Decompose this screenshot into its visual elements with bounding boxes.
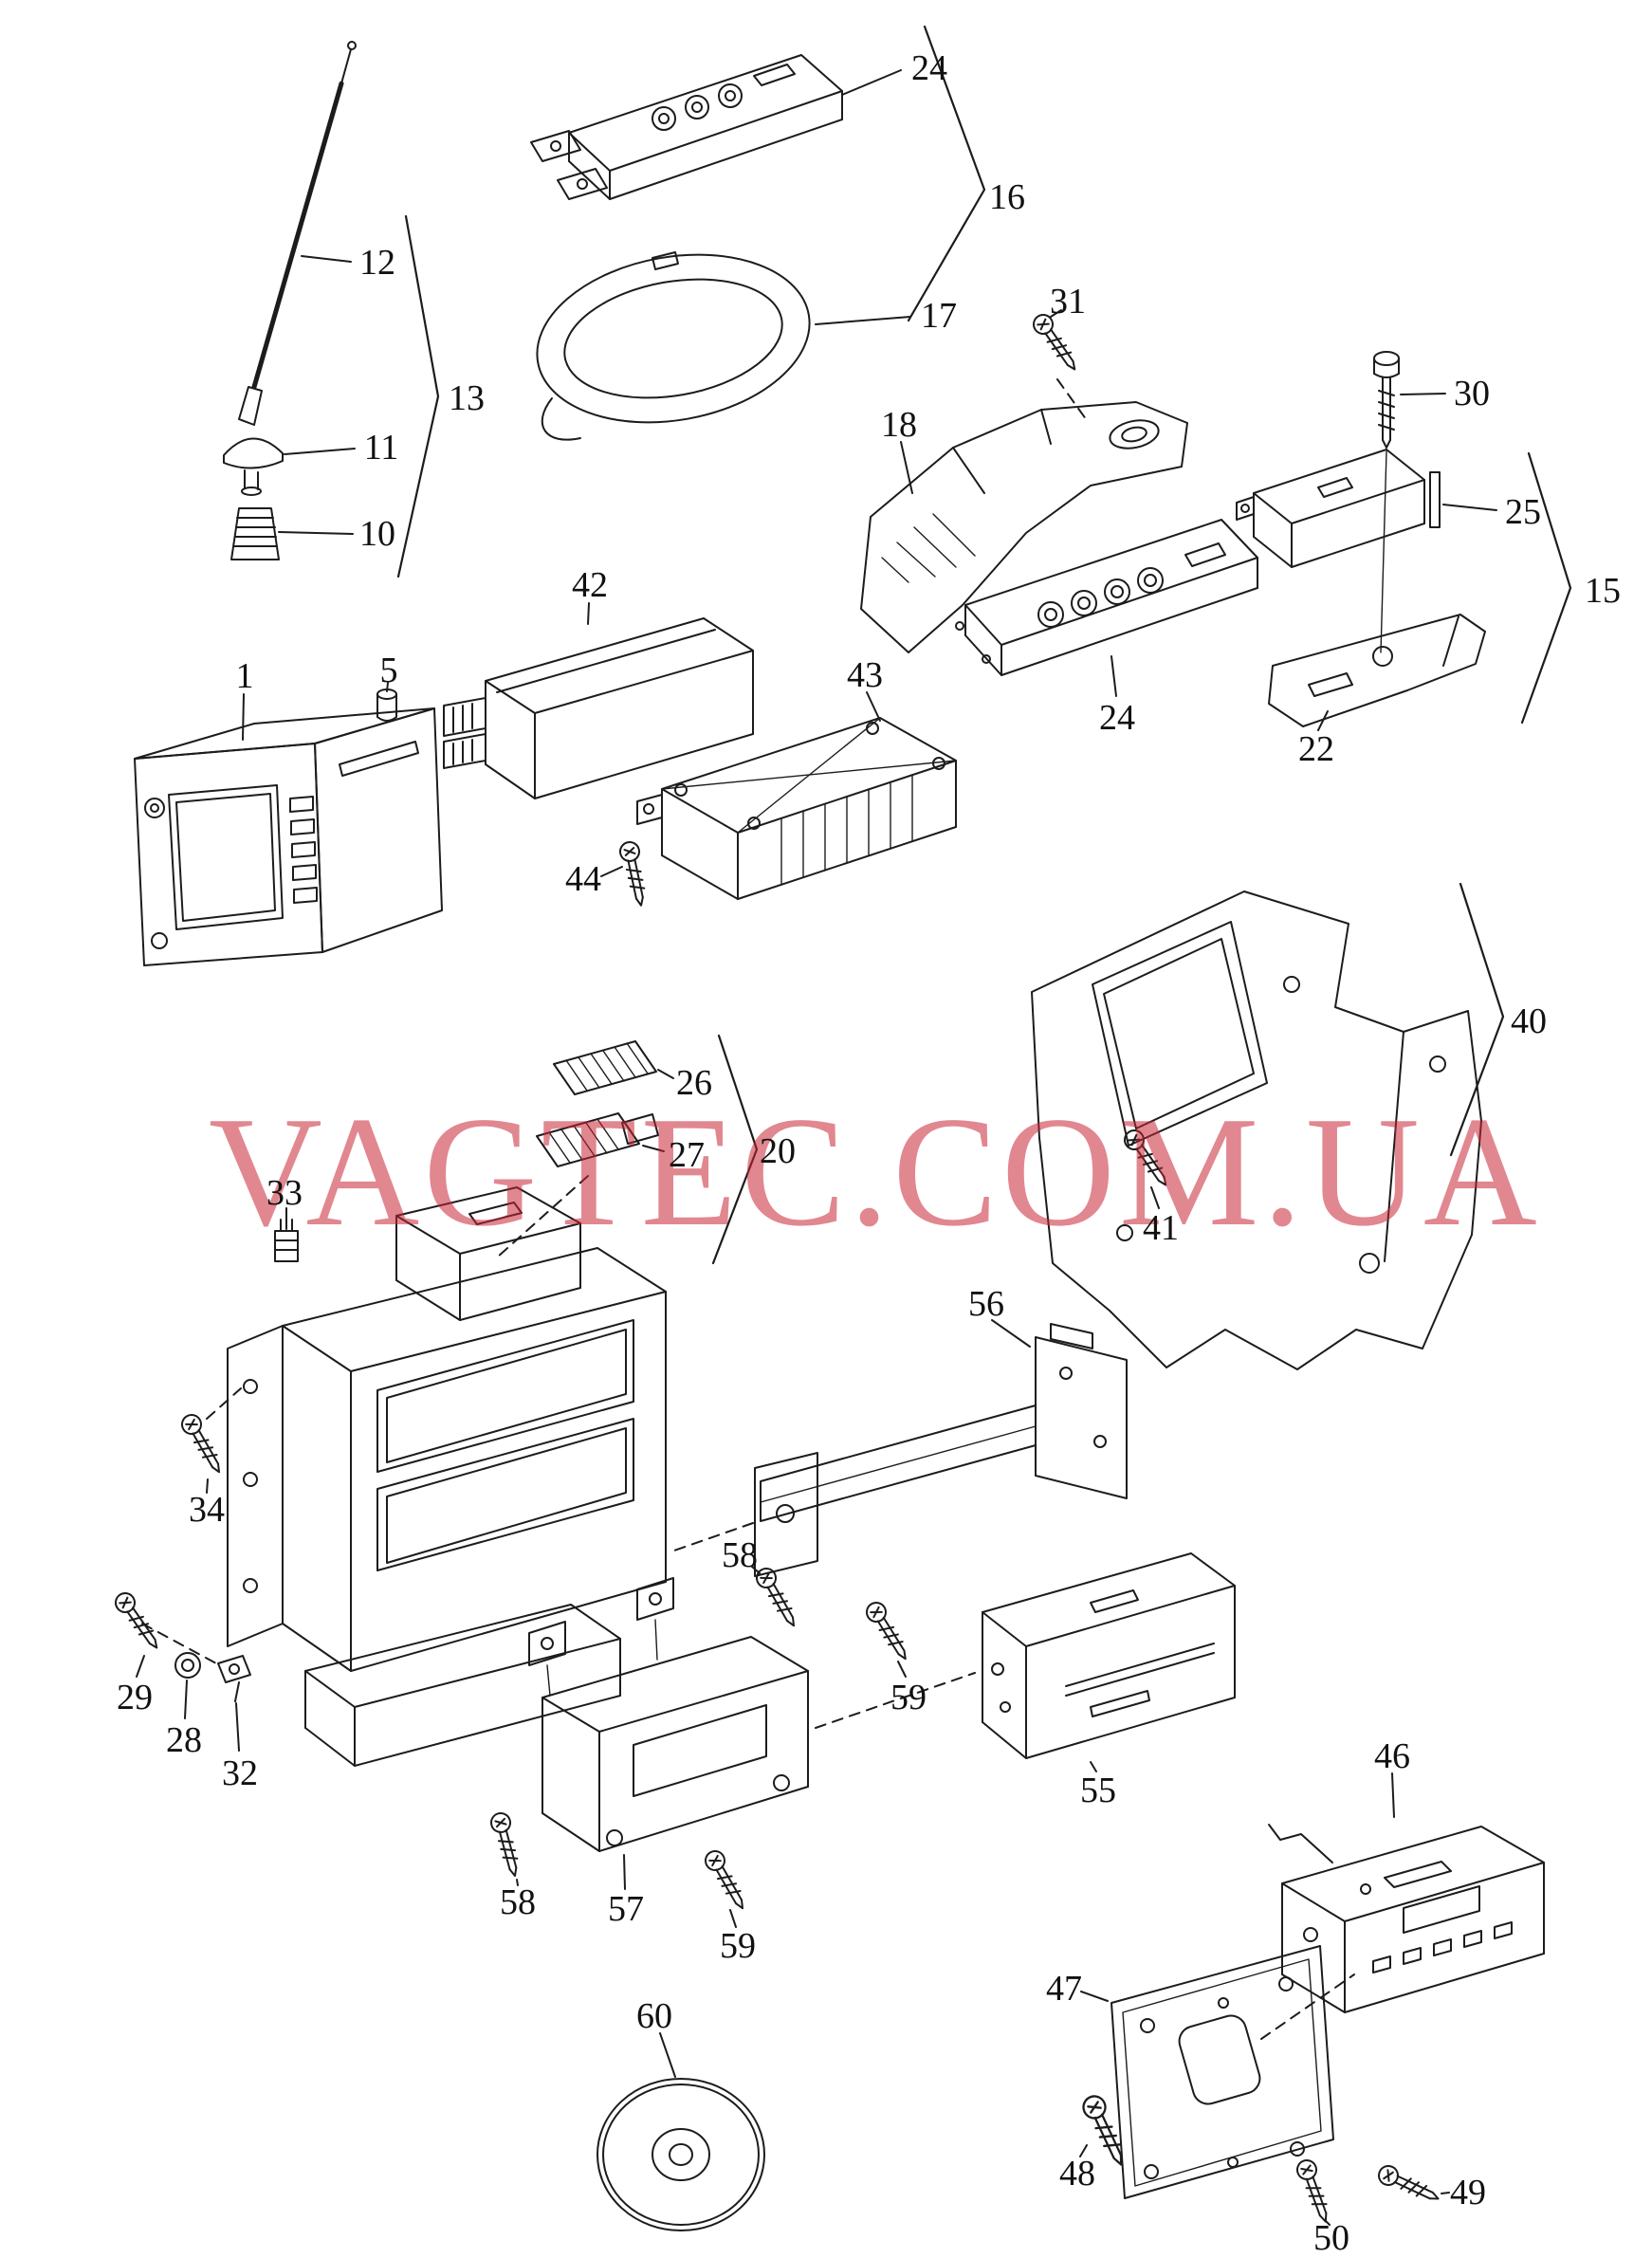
part-screw-50 [1294,2157,1336,2226]
part-callout-44: 44 [565,859,601,899]
part-whip-antenna [238,41,357,426]
part-interface-unit-46 [1268,1824,1545,2013]
part-callout-59: 59 [890,1678,927,1717]
part-screw-44 [617,839,652,909]
part-navigation-unit [134,707,443,966]
part-mounting-bracket-40 [1031,890,1482,1370]
part-callout-31: 31 [1050,282,1086,321]
part-callout-33: 33 [266,1173,303,1213]
part-adapter-plate-47 [1111,1945,1334,2199]
part-callout-30: 30 [1454,374,1490,413]
part-callout-41: 41 [1143,1208,1179,1248]
part-clip-nut-32 [217,1655,251,1702]
part-bracket-56 [754,1323,1128,1577]
assembly-axis-30 [1380,450,1387,653]
part-ribbon-cable-26 [553,1040,657,1095]
part-callout-29: 29 [117,1678,153,1717]
part-callout-25: 25 [1505,492,1541,532]
part-callout-24: 24 [911,48,947,88]
part-callout-1: 1 [235,656,254,696]
part-clip-33 [274,1219,299,1262]
part-antenna-base [223,437,284,496]
part-callout-5: 5 [379,651,398,690]
part-radio-unit-55 [982,1552,1236,1759]
part-screw-59b [701,1846,752,1915]
part-callout-11: 11 [363,428,399,468]
part-callout-12: 12 [359,243,395,283]
part-callout-58: 58 [500,1882,536,1922]
brace-13 [396,214,440,578]
part-callout-47: 47 [1046,1969,1082,2009]
part-callout-55: 55 [1080,1771,1116,1810]
part-callout-50: 50 [1313,2218,1349,2258]
part-callout-17: 17 [921,296,957,336]
part-callout-16: 16 [989,177,1025,217]
part-callout-58: 58 [722,1535,758,1575]
part-amplifier-43 [636,717,957,900]
part-bracket-18 [860,401,1188,653]
part-callout-46: 46 [1374,1736,1410,1776]
part-screw-49 [1374,2161,1443,2209]
part-callout-60: 60 [636,1996,672,2036]
part-antenna-module-top [530,54,843,200]
part-callout-13: 13 [449,378,485,418]
part-callout-48: 48 [1059,2154,1095,2194]
part-ribbon-cable-27 [536,1112,659,1167]
part-callout-57: 57 [608,1889,644,1929]
part-callout-59: 59 [720,1926,756,1966]
brace-40 [1449,882,1505,1157]
part-antenna-module-lower [955,519,1258,676]
part-callout-15: 15 [1585,571,1621,611]
part-grommet [230,507,280,560]
part-bolt-30 [1373,351,1400,449]
part-callout-49: 49 [1450,2173,1486,2212]
part-control-unit-42 [443,617,754,799]
part-washer-28 [174,1652,201,1679]
part-callout-28: 28 [166,1720,202,1760]
part-cd-60 [597,2078,765,2231]
part-callout-24: 24 [1099,698,1135,738]
brace-16 [907,25,986,322]
part-screw-59a [862,1598,915,1665]
part-callout-40: 40 [1511,1001,1547,1041]
part-bracket-57 [528,1577,809,1852]
part-callout-27: 27 [669,1135,705,1175]
part-screw-34 [177,1410,229,1478]
assembly-dash-lines [141,378,1355,2040]
brace-15 [1520,451,1572,725]
part-callout-18: 18 [881,405,917,445]
part-callout-26: 26 [676,1063,712,1103]
part-callout-56: 56 [968,1284,1004,1324]
leader-lines [136,69,1497,2226]
part-callout-20: 20 [760,1131,796,1171]
part-callout-22: 22 [1298,729,1334,769]
part-roof-seal-frame [536,251,811,441]
part-bulb-5 [376,688,397,722]
part-screw-58b [487,1809,525,1880]
part-callout-10: 10 [359,514,395,554]
brace-20 [711,1034,759,1265]
part-control-module-25 [1236,449,1441,568]
part-callout-43: 43 [847,655,883,695]
part-callout-34: 34 [189,1490,225,1530]
part-mounting-cage [227,1186,667,1767]
part-screw-29 [111,1588,166,1655]
part-callout-42: 42 [572,565,608,605]
part-bracket-plate-22 [1268,614,1486,727]
part-callout-32: 32 [222,1753,258,1793]
